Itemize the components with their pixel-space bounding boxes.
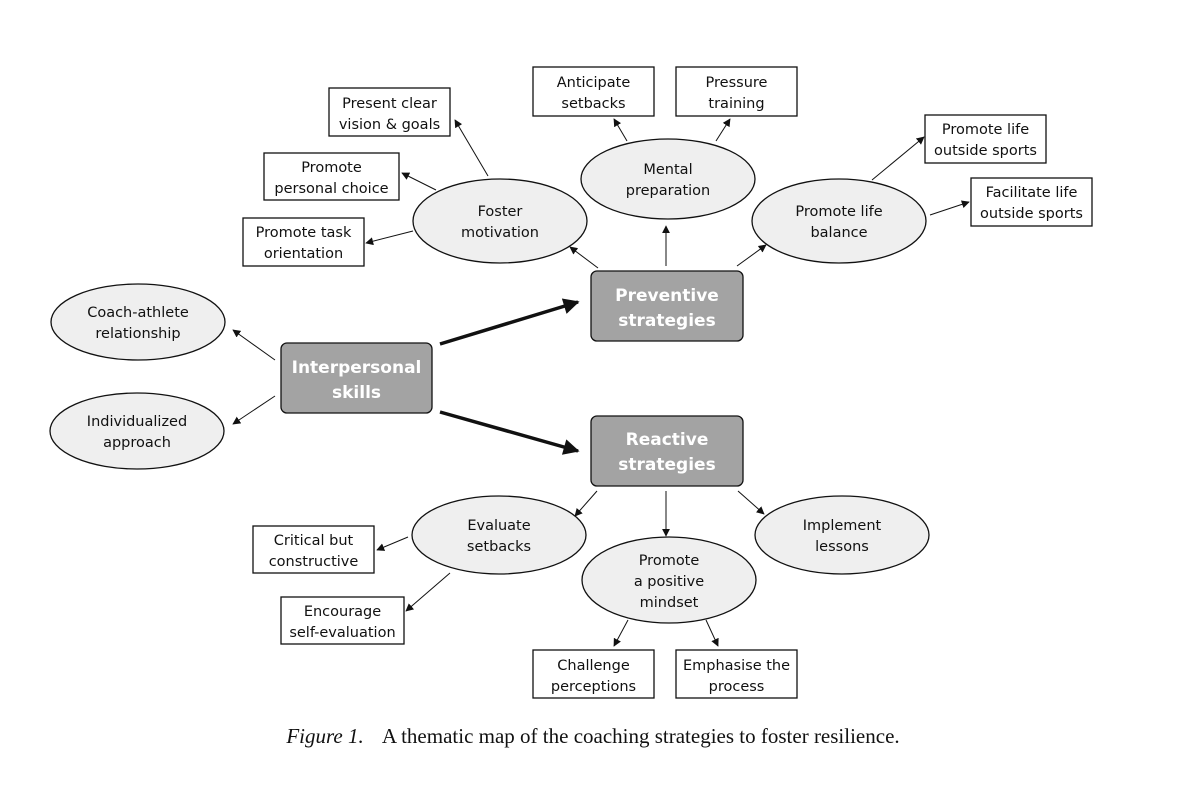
- figure-caption: Figure 1. A thematic map of the coaching…: [0, 724, 1186, 749]
- arrow-interpersonal-to-reactive: [439, 410, 580, 455]
- arrow-to-coach-athlete: [232, 329, 276, 361]
- arrow-interpersonal-to-preventive: [439, 298, 580, 346]
- arrow-to-present-clear-vision: [454, 119, 489, 177]
- caption-text: A thematic map of the coaching strategie…: [381, 724, 900, 748]
- arrow-to-facilitate-life-outside: [929, 200, 970, 216]
- arrow-to-implement-lessons: [737, 490, 765, 515]
- arrow-to-encourage-self-evaluation: [405, 572, 451, 612]
- arrow-to-critical-constructive: [376, 536, 409, 551]
- arrow-to-foster-motivation: [569, 246, 599, 269]
- connectors: [232, 118, 970, 647]
- arrow-to-challenge-perceptions: [613, 619, 629, 647]
- arrow-to-emphasise-process: [705, 619, 719, 647]
- arrow-to-personal-choice: [401, 172, 437, 191]
- arrow-to-anticipate-setbacks: [613, 118, 628, 142]
- arrow-to-task-orientation: [365, 230, 414, 246]
- arrow-to-promote-life-outside: [871, 136, 925, 181]
- arrow-to-life-balance: [736, 244, 767, 267]
- arrow-to-pressure-training: [715, 118, 731, 142]
- figure-label: Figure 1.: [286, 724, 364, 748]
- arrow-to-evaluate-setbacks: [574, 490, 598, 517]
- arrow-to-individualized: [232, 395, 276, 425]
